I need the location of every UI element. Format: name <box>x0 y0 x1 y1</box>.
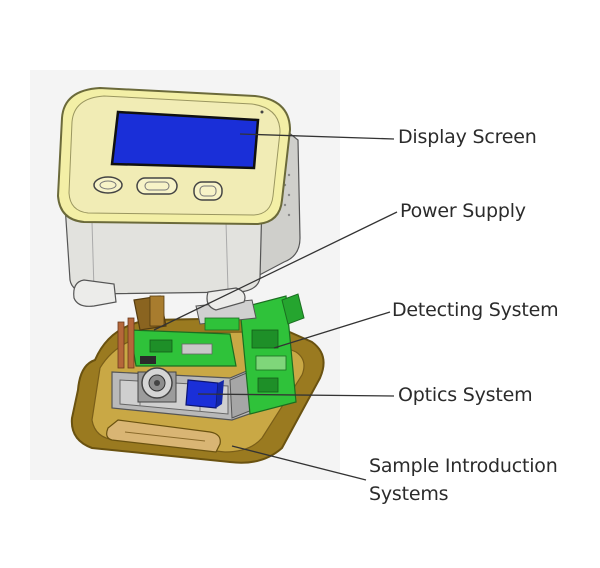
label-optics-system: Optics System <box>398 384 533 406</box>
leader-lines <box>153 133 398 481</box>
label-detecting-system: Detecting System <box>392 299 559 321</box>
label-power-supply: Power Supply <box>400 200 526 222</box>
label-sample-introduction-line2: Systems <box>369 483 449 505</box>
leader-line-sample-introduction <box>231 445 367 481</box>
leader-line-optics-system <box>197 393 395 397</box>
leader-line-power-supply <box>153 211 398 331</box>
leader-line-display-screen <box>239 133 395 140</box>
label-sample-introduction-systems: Sample Introduction Systems <box>369 452 558 508</box>
leader-line-detecting-system <box>273 311 391 349</box>
top-housing <box>56 86 301 311</box>
power-supply <box>117 295 167 369</box>
label-sample-introduction-line1: Sample Introduction <box>369 455 558 477</box>
label-display-screen: Display Screen <box>398 126 537 148</box>
